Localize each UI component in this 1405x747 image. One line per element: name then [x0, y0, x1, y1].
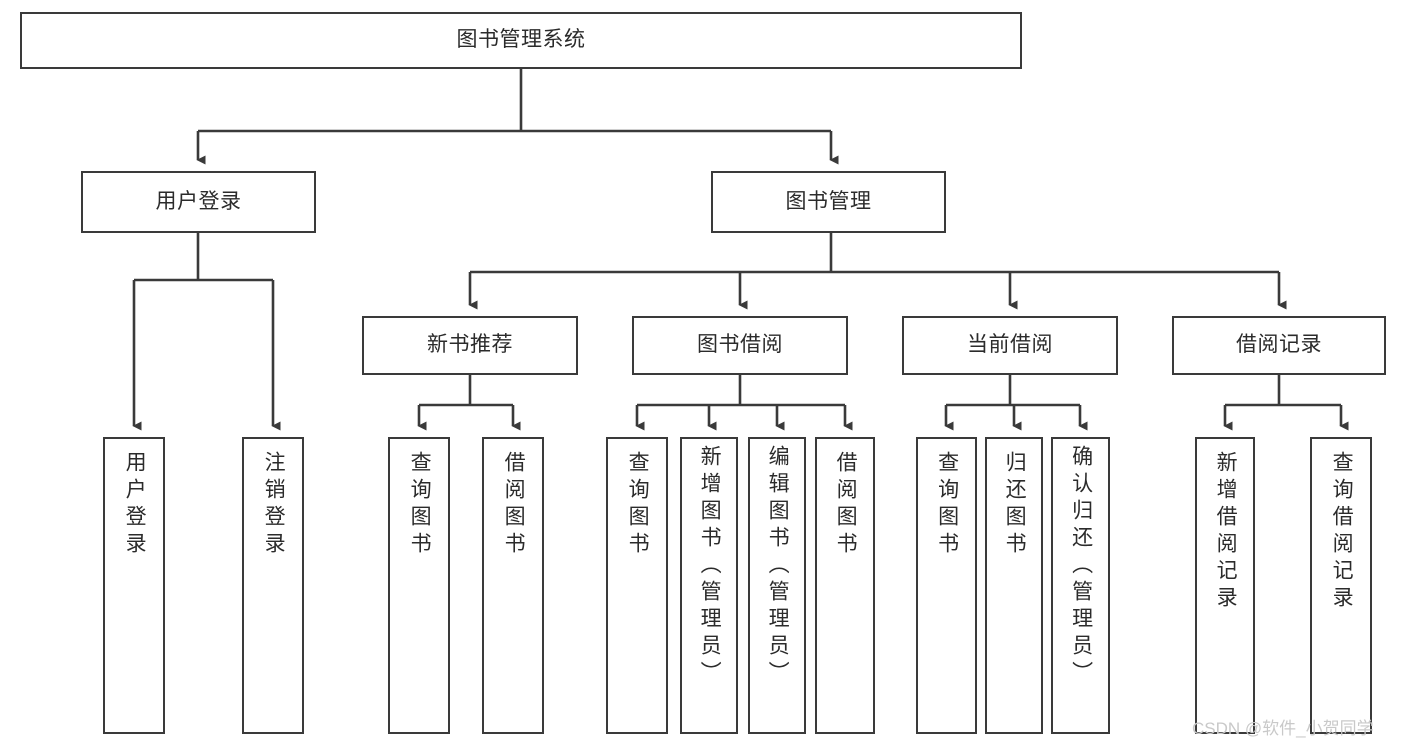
node-leaf-edit-book-label: 编辑图书（管理员） [766, 445, 790, 688]
node-leaf-confirm-return-label: 确认归还（管理员） [1069, 445, 1093, 688]
node-leaf-return-book[interactable]: 归还图书 [985, 437, 1043, 734]
node-leaf-query-book-2-label: 查询图书 [626, 451, 650, 559]
node-borrow-record[interactable]: 借阅记录 [1172, 316, 1386, 375]
node-book-borrow[interactable]: 图书借阅 [632, 316, 848, 375]
node-leaf-borrow-book-1[interactable]: 借阅图书 [482, 437, 544, 734]
node-root-label: 图书管理系统 [456, 28, 586, 52]
node-current-borrow[interactable]: 当前借阅 [902, 316, 1118, 375]
node-book-manage-label: 图书管理 [785, 189, 872, 213]
node-leaf-user-login-label: 用户登录 [123, 451, 147, 559]
node-new-book-rec[interactable]: 新书推荐 [362, 316, 578, 375]
node-leaf-return-book-label: 归还图书 [1003, 451, 1027, 559]
node-leaf-add-record-label: 新增借阅记录 [1214, 451, 1238, 613]
node-leaf-confirm-return[interactable]: 确认归还（管理员） [1051, 437, 1110, 734]
node-root[interactable]: 图书管理系统 [20, 12, 1022, 69]
node-leaf-query-book-1[interactable]: 查询图书 [388, 437, 450, 734]
node-book-borrow-label: 图书借阅 [697, 333, 783, 357]
node-leaf-query-record[interactable]: 查询借阅记录 [1310, 437, 1372, 734]
node-leaf-borrow-book-2-label: 借阅图书 [834, 451, 858, 559]
node-leaf-edit-book[interactable]: 编辑图书（管理员） [748, 437, 806, 734]
node-leaf-query-book-3-label: 查询图书 [935, 451, 959, 559]
node-leaf-add-book-label: 新增图书（管理员） [698, 445, 722, 688]
node-leaf-logout-label: 注销登录 [262, 451, 286, 559]
node-borrow-record-label: 借阅记录 [1236, 333, 1322, 357]
node-user-login-label: 用户登录 [155, 189, 242, 213]
node-leaf-add-book[interactable]: 新增图书（管理员） [680, 437, 738, 734]
node-leaf-query-book-1-label: 查询图书 [408, 451, 432, 559]
node-user-login[interactable]: 用户登录 [81, 171, 316, 233]
node-current-borrow-label: 当前借阅 [967, 333, 1053, 357]
node-leaf-query-book-3[interactable]: 查询图书 [916, 437, 977, 734]
node-leaf-borrow-book-1-label: 借阅图书 [502, 451, 526, 559]
node-leaf-query-record-label: 查询借阅记录 [1330, 451, 1354, 613]
node-leaf-user-login[interactable]: 用户登录 [103, 437, 165, 734]
node-leaf-query-book-2[interactable]: 查询图书 [606, 437, 668, 734]
csdn-watermark: CSDN @软件_小贺同学 [1192, 719, 1374, 738]
node-leaf-logout[interactable]: 注销登录 [242, 437, 304, 734]
node-leaf-borrow-book-2[interactable]: 借阅图书 [815, 437, 875, 734]
node-new-book-rec-label: 新书推荐 [427, 333, 513, 357]
node-book-manage[interactable]: 图书管理 [711, 171, 946, 233]
node-leaf-add-record[interactable]: 新增借阅记录 [1195, 437, 1255, 734]
